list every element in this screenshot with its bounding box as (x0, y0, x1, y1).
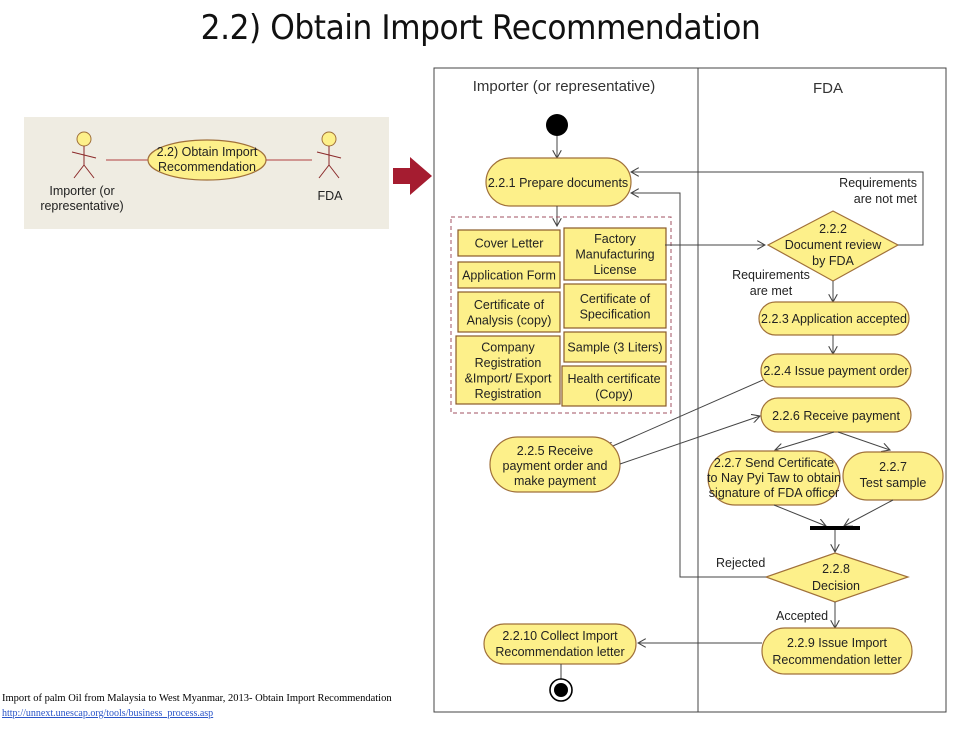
activity-2-2-5[interactable]: 2.2.5 Receive payment order and make pay… (489, 436, 621, 493)
flow-224-to-225 (606, 379, 764, 449)
document-box-frame (457, 291, 561, 333)
document-box-text: Factory (594, 232, 636, 246)
activity-2-2-10[interactable]: 2.2.10 Collect Import Recommendation let… (483, 623, 637, 665)
flow-227a-to-join (773, 504, 826, 526)
activity-2-2-4-label: 2.2.4 Issue payment order (763, 364, 908, 378)
decision-2-2-2-line2: Document review (785, 238, 883, 252)
document-box-text: Specification (580, 307, 651, 321)
document-box-text: Manufacturing (575, 248, 654, 262)
activity-2-2-5-line3: make payment (514, 474, 597, 488)
actor-fda-icon (316, 131, 342, 179)
join-bar (810, 526, 860, 530)
document-box-frame (457, 261, 561, 289)
activity-2-2-7a-line3: signature of FDA officer (709, 486, 839, 500)
final-node (549, 678, 573, 702)
activity-2-2-3-label: 2.2.3 Application accepted (761, 312, 907, 326)
document-box-frame (563, 331, 667, 363)
red-arrow-icon (393, 157, 432, 195)
source-link[interactable]: http://unnext.unescap.org/tools/business… (2, 708, 214, 719)
swimlane-frame (433, 67, 947, 713)
activity-2-2-9[interactable]: 2.2.9 Issue Import Recommendation letter (761, 627, 913, 675)
document-box-text: Cover Letter (475, 237, 544, 251)
decision-2-2-8-line1: 2.2.8 (822, 562, 850, 576)
document-box-text: License (593, 263, 636, 277)
document-box-text: Company (481, 340, 535, 354)
document-box-text: (Copy) (595, 387, 633, 401)
document-box-text: Application Form (462, 269, 556, 283)
decision-2-2-2-line1: 2.2.2 (819, 222, 847, 236)
actor-importer-icon (71, 131, 97, 179)
lane-title-importer: Importer (or representative) (473, 78, 656, 95)
activity-2-2-9-line2: Recommendation letter (772, 653, 901, 667)
document-box-frame (563, 227, 667, 281)
activity-2-2-7-send-certificate[interactable]: 2.2.7 Send Certificate to Nay Pyi Taw to… (707, 450, 841, 506)
condition-accepted: Accepted (776, 609, 828, 623)
decision-2-2-8-line2: Decision (812, 579, 860, 593)
document-box-text: Certificate of (474, 298, 545, 312)
use-case-label-line1: 2.2) Obtain Import (157, 145, 258, 159)
document-box-frame (455, 335, 561, 405)
condition-met-line2: are met (750, 284, 793, 298)
decision-2-2-2[interactable]: 2.2.2 Document review by FDA (766, 210, 900, 282)
page-title: 2.2) Obtain Import Recommendation (200, 8, 761, 48)
activity-2-2-6-label: 2.2.6 Receive payment (772, 409, 900, 423)
flow-222-not-met-to-221 (631, 172, 924, 246)
activity-2-2-7b-line2: Test sample (860, 476, 927, 490)
decision-2-2-8[interactable]: 2.2.8 Decision (764, 552, 910, 603)
lane-title-fda: FDA (813, 80, 843, 97)
activity-2-2-4[interactable]: 2.2.4 Issue payment order (760, 353, 912, 388)
documents-group-border (450, 216, 672, 414)
activity-2-2-9-line1: 2.2.9 Issue Import (787, 636, 888, 650)
flow-227b-to-join (844, 499, 894, 526)
use-case-panel: Importer (or representative) 2.2) Obtain… (24, 117, 389, 229)
initial-node (546, 114, 568, 136)
activity-2-2-7b-line1: 2.2.7 (879, 460, 907, 474)
activity-2-2-5-line2: payment order and (503, 459, 608, 473)
activity-2-2-5-line1: 2.2.5 Receive (517, 444, 593, 458)
use-case-label-line2: Recommendation (158, 160, 256, 174)
document-box-frame (561, 365, 667, 407)
flow-226-to-227b (837, 431, 890, 450)
actor-importer-label-line2: representative) (40, 199, 123, 213)
document-box-text: Registration (475, 387, 542, 401)
activity-2-2-7a-line1: 2.2.7 Send Certificate (714, 456, 834, 470)
activity-2-2-7a-line2: to Nay Pyi Taw to obtain (707, 471, 841, 485)
activity-2-2-1[interactable]: 2.2.1 Prepare documents (485, 157, 632, 207)
activity-2-2-10-line1: 2.2.10 Collect Import (502, 629, 618, 643)
activity-2-2-3[interactable]: 2.2.3 Application accepted (758, 301, 910, 336)
flow-225-to-226 (619, 416, 760, 465)
decision-2-2-2-line3: by FDA (812, 254, 854, 268)
document-box-right-3: Sample (3 Liters) (563, 331, 667, 363)
actor-fda-label: FDA (318, 189, 344, 203)
document-box-right-4: Health certificate(Copy) (561, 365, 667, 407)
flow-228-rejected-to-221 (631, 193, 766, 578)
actor-importer-label-line1: Importer (or (49, 184, 114, 198)
activity-2-2-1-label: 2.2.1 Prepare documents (488, 176, 628, 190)
activity-2-2-6[interactable]: 2.2.6 Receive payment (760, 397, 912, 433)
condition-not-met-line1: Requirements (839, 176, 917, 190)
document-box-frame (563, 283, 667, 329)
activity-2-2-10-line2: Recommendation letter (495, 645, 624, 659)
document-box-frame (457, 229, 561, 257)
condition-rejected: Rejected (716, 556, 765, 570)
document-box-left-1: Cover Letter (457, 229, 561, 257)
condition-not-met-line2: are not met (854, 192, 918, 206)
document-box-text: &Import/ Export (465, 371, 552, 385)
condition-met-line1: Requirements (732, 268, 810, 282)
flow-226-to-227a (775, 431, 835, 450)
document-box-left-2: Application Form (457, 261, 561, 289)
document-box-text: Certificate of (580, 292, 651, 306)
document-box-text: Registration (475, 356, 542, 370)
document-box-text: Sample (3 Liters) (567, 341, 662, 355)
activity-2-2-7-test-sample[interactable]: 2.2.7 Test sample (842, 451, 944, 501)
swimlanes: Importer (or representative) FDA (433, 67, 947, 713)
document-box-text: Health certificate (567, 372, 660, 386)
footer-caption: Import of palm Oil from Malaysia to West… (2, 693, 392, 704)
document-box-text: Analysis (copy) (467, 313, 552, 327)
